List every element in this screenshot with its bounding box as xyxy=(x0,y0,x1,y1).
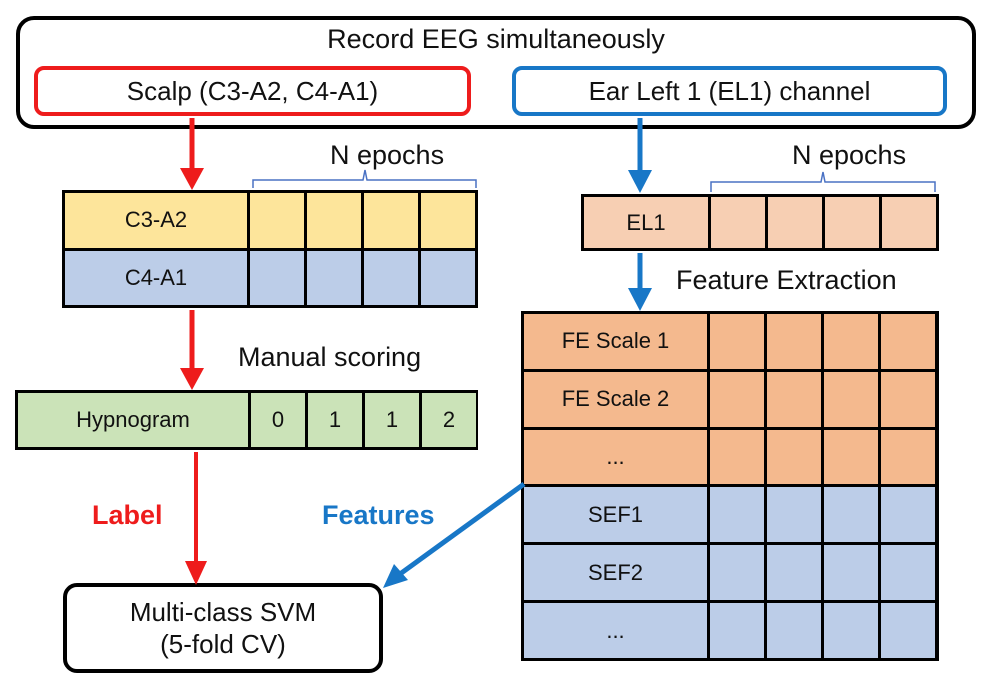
arrow-ear-to-el1 xyxy=(628,118,652,193)
arrow-el1-to-features xyxy=(628,253,652,311)
feature-cell xyxy=(881,371,935,427)
scalp-source-label: Scalp (C3-A2, C4-A1) xyxy=(126,75,379,106)
epoch-cell xyxy=(882,197,936,248)
ear-source-box: Ear Left 1 (EL1) channel xyxy=(512,66,947,116)
right-epochs-label: N epochs xyxy=(792,140,907,170)
epoch-cell xyxy=(250,193,304,248)
feature-row-label: SEF1 xyxy=(524,487,707,543)
epoch-cell xyxy=(307,193,361,248)
feature-cell xyxy=(881,545,935,601)
feature-cell xyxy=(767,545,821,601)
arrow-scalp-to-channels xyxy=(180,118,204,190)
record-eeg-title: Record EEG simultaneously xyxy=(327,24,665,54)
feature-cell xyxy=(824,371,878,427)
feature-row-label: ... xyxy=(524,603,707,658)
feature-cell xyxy=(710,487,764,543)
hypnogram-value: 1 xyxy=(365,393,419,447)
channel-label-c4-a1: C4-A1 xyxy=(65,250,247,305)
arrow-features-to-svm xyxy=(383,481,526,588)
left-epochs-label: N epochs xyxy=(330,140,445,170)
feature-cell xyxy=(710,603,764,658)
features-arrow-text: Features xyxy=(322,500,435,530)
feature-cell xyxy=(710,545,764,601)
feature-cell xyxy=(767,371,821,427)
record-eeg-box xyxy=(16,16,976,129)
hypnogram-value: 2 xyxy=(422,393,476,447)
right-epochs-brace xyxy=(710,171,936,192)
svm-line2: (5-fold CV) xyxy=(160,629,286,659)
feature-cell xyxy=(710,371,764,427)
feature-cell xyxy=(824,429,878,485)
epoch-cell xyxy=(421,250,475,305)
feature-extraction-label: Feature Extraction xyxy=(676,265,897,295)
feature-cell xyxy=(767,429,821,485)
feature-cell xyxy=(767,603,821,658)
epoch-cell xyxy=(768,197,822,248)
feature-cell xyxy=(824,487,878,543)
hypnogram-table: Hypnogram 0 1 1 2 xyxy=(15,390,478,450)
el1-label: EL1 xyxy=(584,197,708,248)
feature-cell xyxy=(881,429,935,485)
feature-cell xyxy=(824,603,878,658)
label-arrow-text: Label xyxy=(92,500,163,530)
feature-cell xyxy=(767,487,821,543)
feature-cell xyxy=(881,603,935,658)
feature-cell xyxy=(767,314,821,369)
feature-row-label: ... xyxy=(524,429,707,485)
feature-cell xyxy=(824,545,878,601)
hypnogram-value: 0 xyxy=(251,393,305,447)
manual-scoring-label: Manual scoring xyxy=(238,342,422,372)
epoch-cell xyxy=(421,193,475,248)
svm-classifier-box: Multi-class SVM (5-fold CV) xyxy=(63,583,383,673)
feature-cell xyxy=(710,314,764,369)
feature-cell xyxy=(710,429,764,485)
epoch-cell xyxy=(250,250,304,305)
arrow-hypnogram-to-svm xyxy=(185,452,207,585)
epoch-cell xyxy=(825,197,879,248)
epoch-cell xyxy=(364,250,418,305)
feature-row-label: FE Scale 2 xyxy=(524,371,707,427)
feature-row-label: FE Scale 1 xyxy=(524,314,707,369)
svm-line1: Multi-class SVM xyxy=(129,596,317,627)
left-epochs-brace xyxy=(252,169,477,188)
hypnogram-label: Hypnogram xyxy=(18,393,248,447)
ear-source-label: Ear Left 1 (EL1) channel xyxy=(588,75,871,106)
scalp-source-box: Scalp (C3-A2, C4-A1) xyxy=(34,66,471,116)
feature-row-label: SEF2 xyxy=(524,545,707,601)
epoch-cell xyxy=(364,193,418,248)
el1-table: EL1 xyxy=(581,194,939,251)
feature-cell xyxy=(824,314,878,369)
epoch-cell xyxy=(307,250,361,305)
feature-cell xyxy=(881,487,935,543)
arrow-channels-to-hypnogram xyxy=(180,310,204,390)
channel-label-c3-a2: C3-A2 xyxy=(65,193,247,248)
epoch-cell xyxy=(711,197,765,248)
scalp-channels-table: C3-A2 C4-A1 xyxy=(62,190,478,308)
hypnogram-value: 1 xyxy=(308,393,362,447)
feature-cell xyxy=(881,314,935,369)
